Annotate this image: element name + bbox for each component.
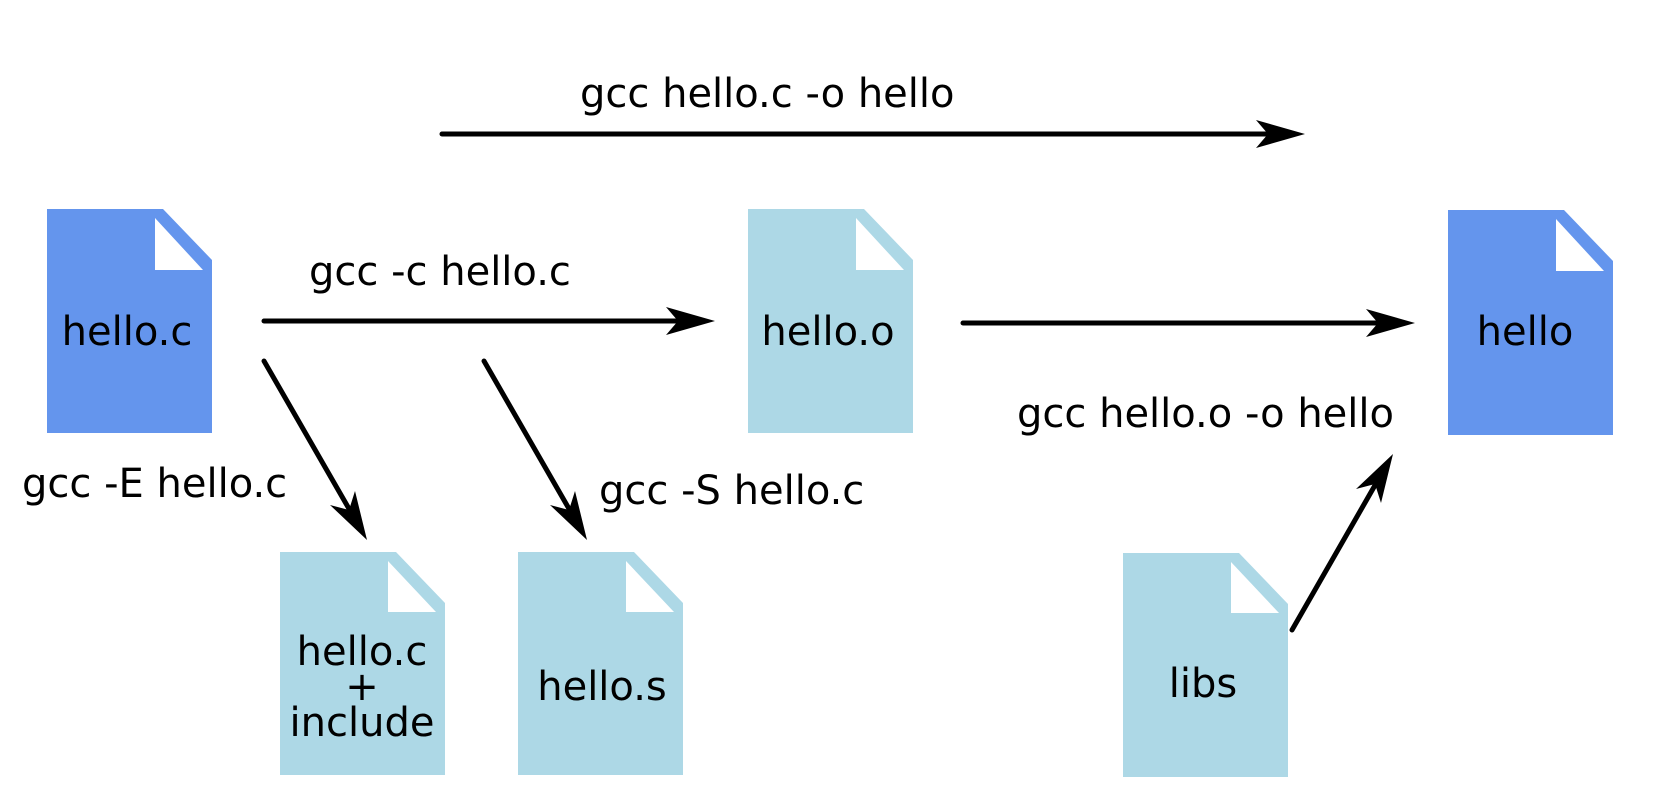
file-hello-s-label: hello.s xyxy=(537,664,667,710)
file-hello-c-label: hello.c xyxy=(62,309,193,355)
file-preprocessed-line1: hello.c xyxy=(297,629,428,675)
file-hello-s-fold xyxy=(626,561,674,612)
file-preprocessed-line2: + xyxy=(345,664,379,710)
file-hello-o-label: hello.o xyxy=(761,309,894,355)
file-hello-o: hello.o xyxy=(748,209,913,433)
arrow-assemble-line xyxy=(481,358,575,517)
command-assemble: gcc -S hello.c xyxy=(599,468,864,514)
file-preprocessed-fold xyxy=(388,561,436,612)
file-preprocessed-line3: include xyxy=(290,700,435,746)
arrow-libs xyxy=(1289,454,1393,633)
file-hello-c-fold xyxy=(155,218,203,270)
file-hello-s: hello.s xyxy=(518,552,683,775)
arrow-assemble-head xyxy=(550,491,587,540)
arrow-full-build xyxy=(439,120,1305,148)
file-libs-label: libs xyxy=(1169,661,1237,707)
arrow-preprocess-head xyxy=(330,491,367,540)
arrow-libs-line xyxy=(1289,477,1381,633)
command-full-build: gcc hello.c -o hello xyxy=(580,71,955,117)
arrow-preprocess-line xyxy=(261,358,355,517)
command-compile: gcc -c hello.c xyxy=(309,249,571,295)
command-preprocess: gcc -E hello.c xyxy=(22,461,287,507)
file-hello-fold xyxy=(1556,219,1604,271)
file-libs-fold xyxy=(1231,562,1279,613)
arrow-libs-head xyxy=(1356,454,1393,503)
arrow-link xyxy=(960,309,1415,337)
arrow-compile xyxy=(261,307,715,335)
file-hello-label: hello xyxy=(1477,309,1574,355)
command-link: gcc hello.o -o hello xyxy=(1017,391,1394,437)
file-hello-o-fold xyxy=(856,218,904,270)
file-preprocessed: hello.c + include xyxy=(280,552,445,775)
file-hello: hello xyxy=(1448,210,1613,435)
arrow-compile-head xyxy=(666,307,715,335)
arrow-assemble xyxy=(481,358,587,540)
file-libs: libs xyxy=(1123,553,1288,777)
arrow-preprocess xyxy=(261,358,367,540)
arrow-link-head xyxy=(1366,309,1415,337)
arrow-full-build-head xyxy=(1256,120,1305,148)
file-hello-c: hello.c xyxy=(47,209,212,433)
